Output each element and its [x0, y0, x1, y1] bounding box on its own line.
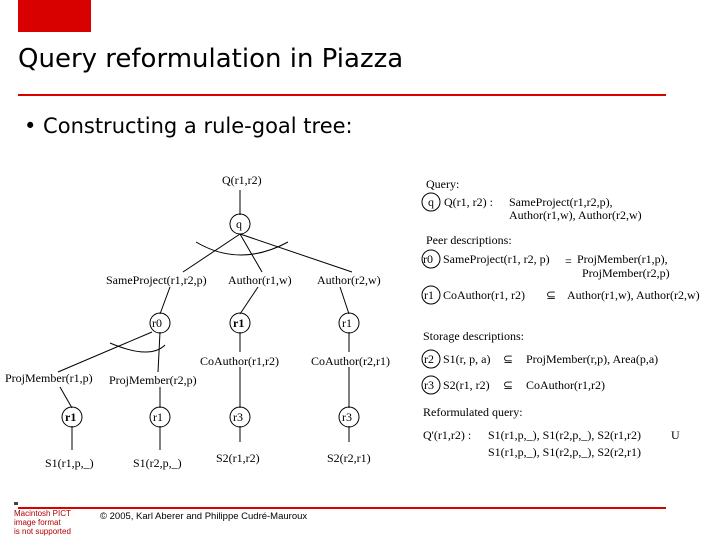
edge [182, 233, 241, 273]
legend-rule-head: Q(r1, r2) : [444, 195, 493, 209]
legend-r1-circle [421, 285, 441, 305]
legend-operator: = [565, 254, 572, 268]
legend-rule-head: SameProject(r1, r2, p) [443, 252, 550, 266]
node-label: r1 [153, 410, 163, 424]
level1-label: Author(r1,w) [228, 273, 292, 287]
union-symbol: U [671, 428, 680, 442]
legend-node-label: r3 [424, 378, 434, 392]
node-label: r0 [152, 316, 162, 330]
pict-warning-line: Macintosh PICT [14, 509, 71, 518]
level3-label: CoAuthor(r1,r2) [200, 354, 279, 368]
r1-node-circle [61, 406, 83, 428]
leaf-label: S1(r1,p,_) [45, 456, 94, 470]
legend-rule-body: ProjMember(r2,p) [582, 266, 670, 280]
legend-rule-body: S1(r1,p,_), S1(r2,p,_), S2(r1,r2) [488, 428, 641, 442]
pict-warning-text: Macintosh PICT image format is not suppo… [14, 509, 71, 536]
level3-label: ProjMember(r2,p) [109, 373, 197, 387]
edge [59, 386, 73, 409]
legend-heading: Peer descriptions: [426, 233, 512, 247]
edge [239, 286, 259, 315]
leaf-label: S2(r1,r2) [216, 451, 260, 465]
legend-operator: ⊆ [503, 378, 513, 392]
edge [157, 331, 161, 373]
legend-node-label: r2 [424, 352, 434, 366]
edge [339, 286, 350, 315]
footer-rule [18, 507, 666, 509]
title-underline [18, 94, 666, 96]
rule-goal-tree-diagram: Q(r1,r2) q SameProject(r1,r2,p) Author(r… [5, 173, 700, 470]
node-label: r1 [233, 316, 244, 330]
r1-node-circle [229, 312, 251, 334]
r3-node-circle [338, 406, 360, 428]
legend-rule-head: CoAuthor(r1, r2) [443, 288, 525, 302]
r1-node-circle [149, 406, 171, 428]
root-query-label: Q(r1,r2) [222, 173, 262, 187]
and-arc [195, 241, 289, 256]
level1-label: SameProject(r1,r2,p) [106, 273, 207, 287]
accent-block [18, 0, 91, 32]
legend-node-label: r0 [423, 252, 433, 266]
legend-rule-head: Q'(r1,r2) : [423, 428, 471, 442]
pict-warning-line: image format [14, 518, 61, 527]
level3-label: ProjMember(r1,p) [5, 371, 93, 385]
legend-r0-circle [421, 249, 441, 269]
legend-r3-circle [421, 375, 441, 395]
legend-node-label: r1 [424, 288, 434, 302]
legend-rule-body: S1(r1,p,_), S1(r2,p,_), S2(r2,r1) [488, 445, 641, 459]
q-node-label: q [236, 217, 242, 231]
placeholder-dot [14, 502, 18, 505]
r1-node-circle [338, 312, 360, 334]
pict-warning-line: is not supported [14, 527, 71, 536]
and-arc [109, 342, 166, 353]
legend-heading: Reformulated query: [423, 405, 523, 419]
node-label: r3 [342, 410, 352, 424]
node-label: r1 [342, 316, 352, 330]
leaf-label: S2(r2,r1) [327, 451, 371, 465]
legend-node-label: q [428, 195, 434, 209]
legend-operator: ⊆ [503, 352, 513, 366]
unsupported-image-placeholder: Macintosh PICT image format is not suppo… [6, 500, 96, 536]
edge [239, 233, 263, 273]
slide-title: Query reformulation in Piazza [18, 44, 404, 74]
level3-label: CoAuthor(r2,r1) [311, 354, 390, 368]
legend-operator: ⊆ [546, 288, 556, 302]
r0-node-circle [149, 312, 171, 334]
legend-heading: Query: [426, 177, 459, 191]
legend-rule-body: CoAuthor(r1,r2) [526, 378, 605, 392]
legend-q-circle [421, 192, 441, 212]
edge [57, 331, 153, 373]
legend-rule-body: ProjMember(r1,p), [577, 252, 668, 266]
node-label: r3 [233, 410, 243, 424]
r3-node-circle [229, 406, 251, 428]
q-node-circle [229, 213, 251, 235]
legend-rule-body: SameProject(r1,r2,p), [509, 195, 613, 209]
level1-label: Author(r2,w) [317, 273, 381, 287]
leaf-label: S1(r2,p,_) [133, 456, 182, 470]
bullet-text: • Constructing a rule-goal tree: [24, 114, 353, 138]
legend-heading: Storage descriptions: [423, 329, 524, 343]
legend-rule-body: Author(r1,w), Author(r2,w) [509, 208, 642, 222]
edge [239, 233, 353, 273]
edge [159, 286, 171, 315]
node-label: r1 [65, 410, 76, 424]
legend-rule-head: S1(r, p, a) [443, 352, 491, 366]
legend-rule-body: Author(r1,w), Author(r2,w) [567, 288, 700, 302]
legend-rule-body: ProjMember(r,p), Area(p,a) [526, 352, 658, 366]
copyright-footer: © 2005, Karl Aberer and Philippe Cudré-M… [100, 511, 308, 522]
legend-r2-circle [421, 349, 441, 369]
legend-rule-head: S2(r1, r2) [443, 378, 490, 392]
